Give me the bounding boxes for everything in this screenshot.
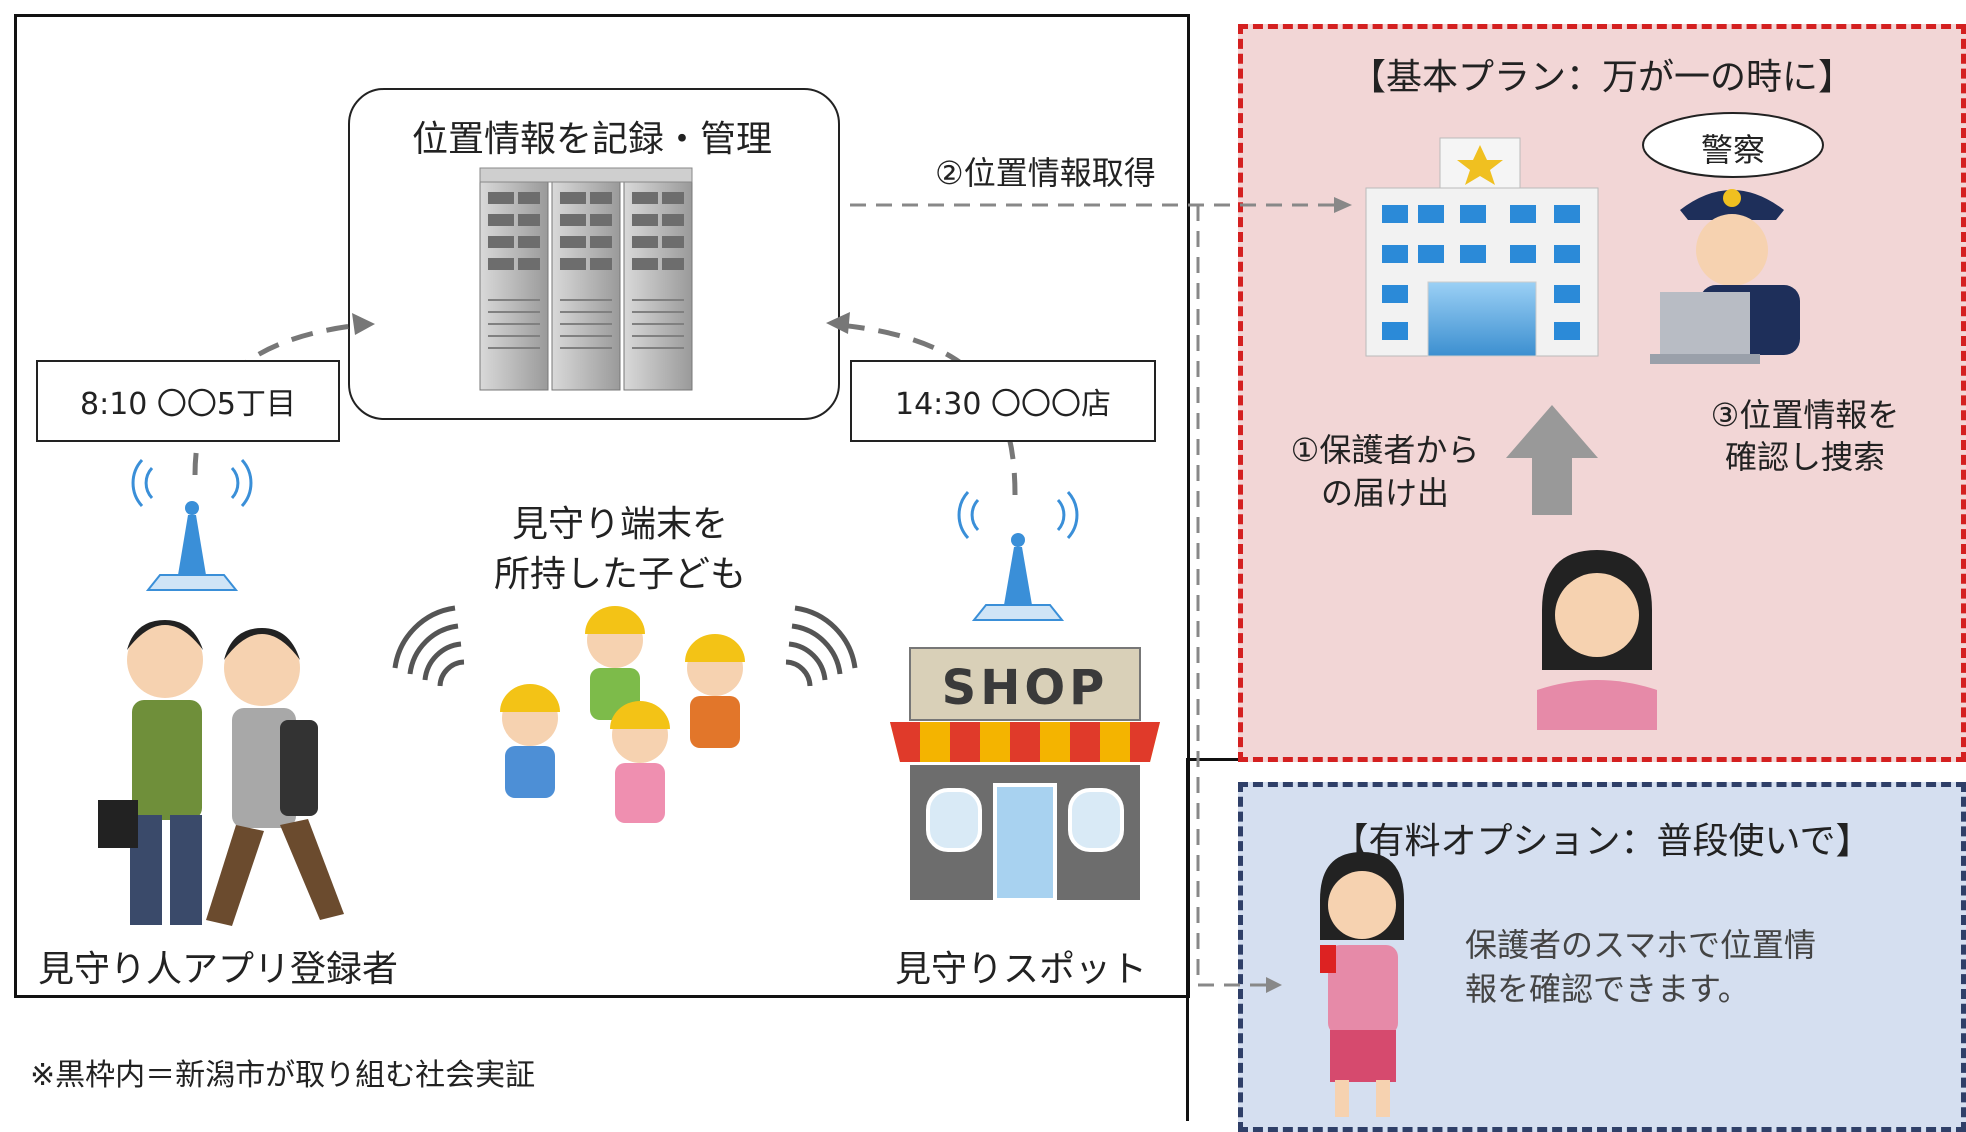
children-caption-line2: 所持した子ども	[493, 554, 746, 595]
server-rack-icon	[479, 167, 693, 391]
paid-option-desc-line1: 保護者のスマホで位置情	[1465, 926, 1817, 964]
police-speech-bubble	[1642, 112, 1824, 178]
basic-plan-title: 【基本プラン：万が一の時に】	[1349, 57, 1854, 98]
signal-waves-right	[785, 605, 858, 687]
arrow-head-hospital	[1334, 197, 1352, 213]
report-label-line1: ①保護者から	[1290, 431, 1480, 469]
children-caption-line1: 見守り端末を	[511, 504, 728, 545]
report-label-line2: の届け出	[1320, 474, 1449, 512]
up-arrow-icon	[1506, 405, 1598, 515]
shop-sign: SHOP	[941, 660, 1109, 716]
guardian-people-illustration	[98, 620, 344, 926]
arrow-head-phone	[1266, 977, 1282, 993]
server-title: 位置情報を記録・管理	[411, 119, 772, 160]
footnote: ※黒枠内＝新潟市が取り組む社会実証	[30, 1058, 536, 1093]
antenna-icon-left	[131, 458, 253, 591]
watch-spot-caption: 見守りスポット	[895, 949, 1148, 990]
log-box-left: 8:10 〇〇5丁目	[36, 360, 340, 442]
paid-option-desc-line2: 報を確認できます。	[1465, 970, 1750, 1008]
confirm-search-line1: ③位置情報を	[1710, 396, 1900, 434]
arrow-head-right	[826, 312, 850, 334]
police-label: 警察	[1700, 131, 1765, 169]
confirm-search-line2: 確認し捜索	[1724, 438, 1885, 476]
location-acquire-line	[850, 203, 1340, 987]
children-illustration	[500, 606, 745, 823]
location-acquire-label: ②位置情報取得	[935, 154, 1156, 192]
log-box-right: 14:30 〇〇〇店	[850, 360, 1156, 442]
guardian-app-caption: 見守り人アプリ登録者	[38, 949, 399, 990]
shop-illustration	[890, 647, 1160, 902]
worried-parent-illustration	[1537, 550, 1657, 730]
signal-waves-left	[392, 605, 465, 687]
paid-option-title: 【有料オプション：普段使いで】	[1332, 821, 1872, 862]
parent-with-phone-illustration	[1320, 852, 1404, 1117]
social-experiment-frame	[14, 14, 1190, 998]
antenna-icon-right	[957, 490, 1079, 621]
police-officer-illustration	[1650, 189, 1800, 364]
police-station-icon	[1365, 137, 1599, 357]
arrow-head-left	[352, 313, 375, 335]
